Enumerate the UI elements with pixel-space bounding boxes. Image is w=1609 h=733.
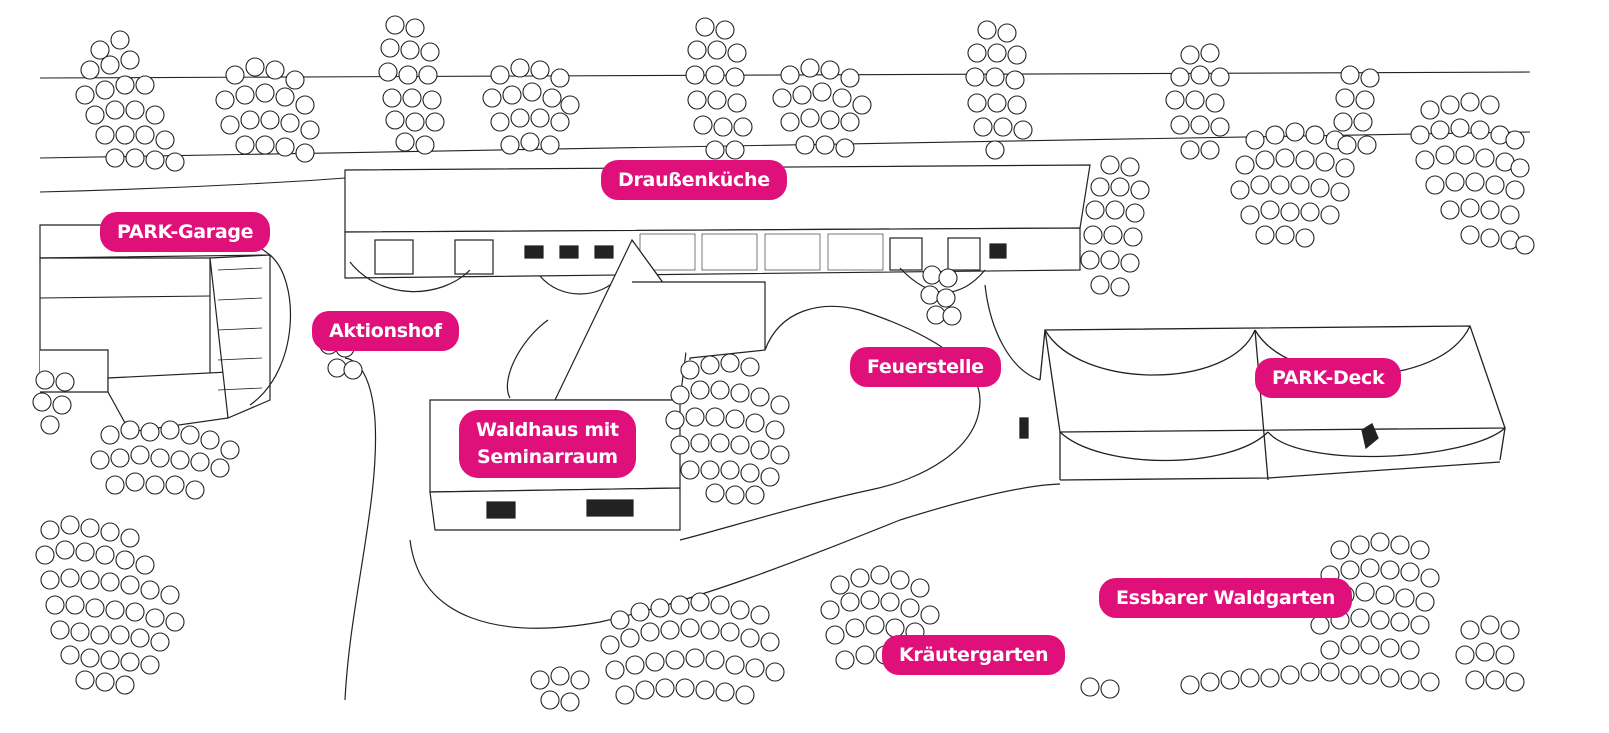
label-kraeutergarten[interactable]: Kräutergarten: [882, 635, 1066, 675]
label-aktionshof[interactable]: Aktionshof: [312, 311, 459, 351]
paths: [344, 284, 1061, 701]
label-waldhaus[interactable]: Waldhaus mit Seminarraum: [459, 410, 636, 478]
label-draussenkueche[interactable]: Draußenküche: [601, 160, 787, 200]
label-feuerstelle[interactable]: Feuerstelle: [850, 347, 1001, 387]
label-waldhaus-line1: Waldhaus mit: [476, 419, 619, 441]
park-deck-structure: [1019, 325, 1506, 481]
label-essbarer-waldgarten[interactable]: Essbarer Waldgarten: [1099, 578, 1353, 618]
park-garage-building: [39, 224, 292, 433]
label-park-garage[interactable]: PARK-Garage: [100, 212, 271, 252]
label-park-deck[interactable]: PARK-Deck: [1255, 358, 1402, 398]
label-waldhaus-line2: Seminarraum: [476, 446, 618, 468]
